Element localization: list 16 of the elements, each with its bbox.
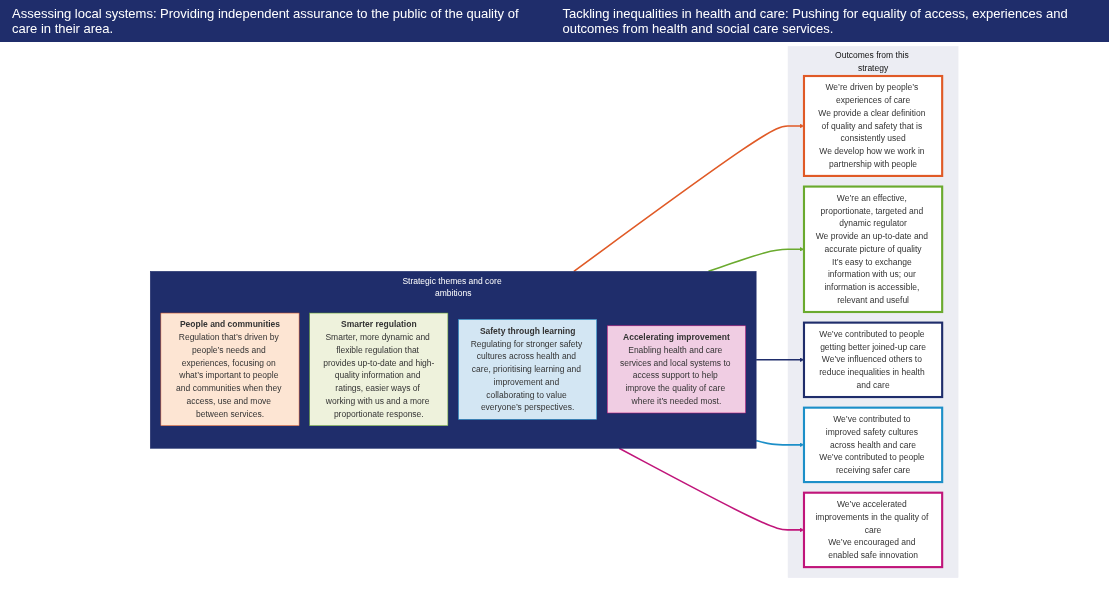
node-box: We’re an effective, proportionate, targeted and dynamic regulator We provide an up-to-date and accurate picture of quality It’s easy to exchange information with us; our information is accessible, relevant and useful — [803, 185, 944, 314]
arrow — [573, 123, 805, 273]
theme-statement: Tackling inequalities in health and care: Pushing for equality of access, experiences and outcomes from health and social care services. — [562, 6, 1069, 36]
arrow — [755, 357, 805, 363]
node-box: People and communities Regulation that’s driven by people’s needs and experiences, focusing on what’s important to people and communities when they access, use and move between services. — [160, 312, 300, 426]
arrow — [755, 439, 805, 448]
node-box: We’ve accelerated improvements in the quality of care We’ve encouraged and enabled safe innovation — [803, 491, 944, 569]
node-box: Safety through learning Regulating for stronger safety cultures across health and care, prioritising learning and improvement and collaborating to value everyone’s perspectives. — [458, 319, 598, 420]
node-box: We’re driven by people’s experiences of care We provide a clear definition of quality and safety that is consistently used We develop how we work in partnership with people — [803, 74, 944, 177]
node-box: We’ve contributed to improved safety cultures across health and care We’ve contributed to people receiving safer care — [803, 406, 944, 484]
node-box: Smarter regulation Smarter, more dynamic and flexible regulation that provides up-to-date and high-quality information and ratings, easier ways of working with us and a more proportionate response. — [309, 312, 449, 426]
arrow — [618, 447, 805, 533]
theme-statement: Assessing local systems: Providing independent assurance to the public of the quality of care in their area. — [12, 6, 520, 36]
node-box: We’ve contributed to people getting better joined-up care We’ve influenced others to reduce inequalities in health and care — [803, 321, 944, 399]
arrow — [708, 246, 805, 273]
node-box: Accelerating improvement Enabling health and care services and local systems to access support to help improve the quality of care where it’s needed most. — [607, 325, 747, 414]
